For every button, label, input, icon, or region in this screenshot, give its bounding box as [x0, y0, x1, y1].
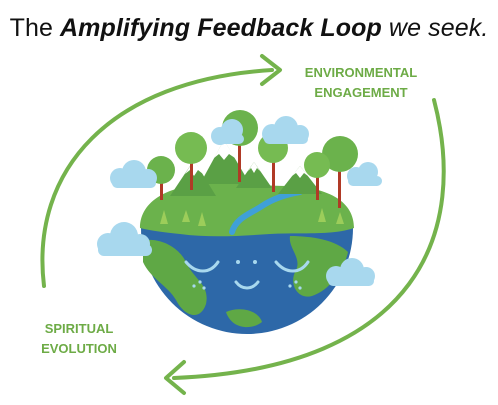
label-environmental-line2: ENGAGEMENT [314, 85, 408, 100]
cycle-arrow-bottom-icon [164, 98, 446, 395]
cycle-arrow-top-icon [40, 54, 282, 288]
label-environmental-line1: ENVIRONMENTAL [304, 65, 418, 80]
label-spiritual-line1: SPIRITUAL [44, 321, 114, 336]
label-spiritual-line2: EVOLUTION [41, 341, 117, 356]
label-spiritual-evolution: SPIRITUAL EVOLUTION [34, 319, 124, 359]
earth-smiling-icon [97, 110, 382, 334]
label-environmental-engagement: ENVIRONMENTAL ENGAGEMENT [286, 63, 436, 103]
diagram-title: The Amplifying Feedback Loop we seek. [0, 14, 498, 43]
title-prefix: The [9, 14, 61, 42]
title-suffix: we seek. [381, 14, 489, 42]
title-emphasis: Amplifying Feedback Loop [60, 14, 382, 42]
